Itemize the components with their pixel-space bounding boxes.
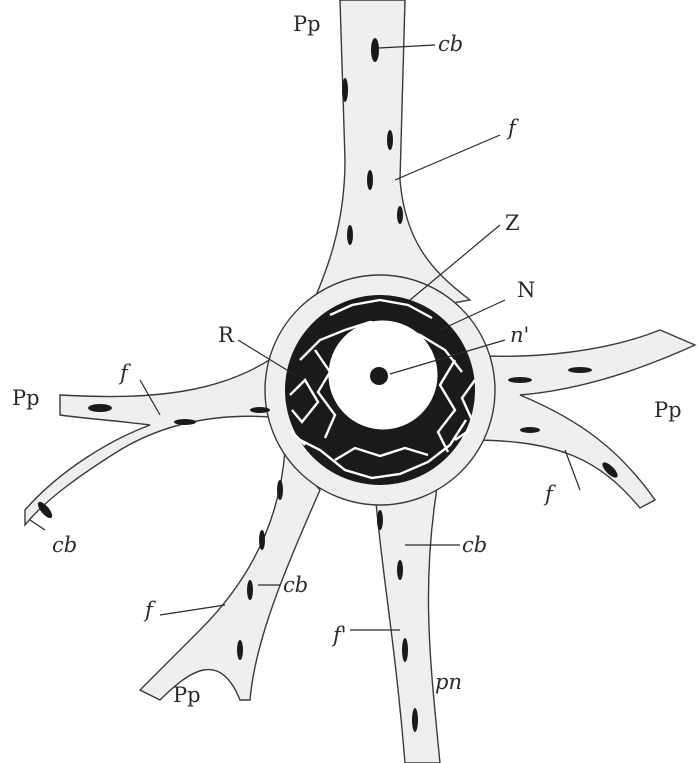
label-f-lower-left: f [145,600,153,621]
nissl-ring [285,295,475,485]
label-f-top: f [508,118,516,139]
label-f-prime: f' [333,625,347,646]
label-pp-right: Pp [654,400,682,421]
process-left [25,345,300,525]
label-f-right: f [545,484,553,505]
process-bottom [375,470,440,763]
label-pp-bottom: Pp [173,685,201,706]
label-pp-left: Pp [12,388,40,409]
label-f-left: f [120,363,128,384]
label-n-prime: n' [510,325,529,346]
label-z: Z [505,213,520,234]
nucleolus [370,367,388,385]
label-n-cap: N [517,280,535,301]
label-cb-center: cb [462,535,487,556]
label-pp-top: Pp [293,14,321,35]
label-cb-left: cb [52,535,77,556]
label-cb-lower-left: cb [283,575,308,596]
label-cb-top: cb [438,34,463,55]
label-pn: pn [435,672,462,693]
label-r: R [218,325,234,346]
